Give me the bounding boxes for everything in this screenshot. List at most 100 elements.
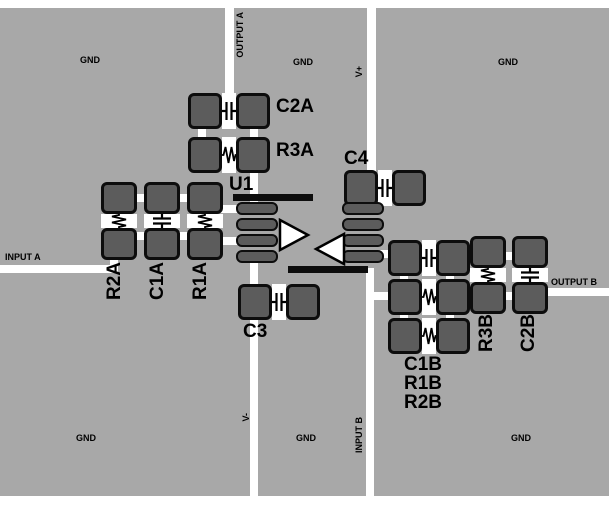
board-edge-bottom	[0, 496, 609, 505]
label-gnd-top-center: GND	[293, 57, 313, 67]
capacitor-symbol-icon	[512, 268, 548, 282]
component-r3a	[188, 137, 270, 173]
pad	[238, 284, 272, 320]
resistor-symbol-icon	[101, 214, 137, 228]
capacitor-symbol-icon	[144, 214, 180, 228]
label-v-minus: V-	[241, 413, 251, 422]
trace-r1a-u1-lower	[218, 237, 240, 245]
pad	[388, 279, 422, 315]
label-r3b: R3B	[476, 314, 497, 353]
pad	[187, 228, 223, 260]
component-c1b	[388, 240, 470, 276]
trace-r1a-u1-upper	[218, 205, 240, 213]
pad	[470, 236, 506, 268]
label-c2b: C2B	[518, 314, 539, 353]
trace-c2a-r3a-left	[198, 124, 206, 142]
label-gnd-top-right: GND	[498, 57, 518, 67]
label-gnd-bottom-right: GND	[511, 433, 531, 443]
capacitor-symbol-icon	[222, 93, 236, 129]
pad	[470, 282, 506, 314]
resistor-symbol-icon	[470, 268, 506, 282]
trace-r3b-c2b-upper	[502, 252, 516, 260]
resistor-symbol-icon	[187, 214, 223, 228]
trace-u1-to-c3	[250, 256, 258, 288]
label-input-b: INPUT B	[354, 417, 364, 453]
component-r2b	[388, 318, 470, 354]
capacitor-symbol-icon	[422, 240, 436, 276]
label-r2b: R2B	[404, 392, 443, 413]
component-r1a	[187, 182, 223, 260]
label-r1a: R1A	[190, 262, 211, 301]
pad	[388, 240, 422, 276]
trace-output-a	[225, 8, 234, 108]
u1-pad	[236, 234, 278, 247]
trace-input-a	[0, 265, 118, 273]
label-u1: U1	[229, 174, 254, 195]
capacitor-symbol-icon	[378, 170, 392, 206]
resistor-symbol-icon	[422, 279, 436, 315]
u1-pad	[236, 202, 278, 215]
component-r1b	[388, 279, 470, 315]
component-r2a	[101, 182, 137, 260]
trace-output-b	[542, 288, 609, 296]
pad	[187, 182, 223, 214]
opamp-symbol-icon	[278, 217, 346, 267]
board-edge-top	[0, 0, 609, 8]
pad	[392, 170, 426, 206]
label-v-plus: V+	[354, 66, 364, 78]
label-gnd-top-left: GND	[80, 55, 100, 65]
pad	[286, 284, 320, 320]
component-c2b	[512, 236, 548, 314]
component-c3	[238, 284, 320, 320]
u1-outline-bar-top	[233, 194, 313, 201]
capacitor-symbol-icon	[272, 284, 286, 320]
label-c1b: C1B	[404, 354, 443, 375]
trace-input-b-stub	[366, 292, 392, 300]
pad	[236, 93, 270, 129]
pad	[436, 240, 470, 276]
label-c3: C3	[243, 321, 268, 342]
component-r3b	[470, 236, 506, 314]
pad	[344, 170, 378, 206]
pad	[144, 182, 180, 214]
trace-input-b	[366, 268, 374, 497]
label-gnd-bottom-center: GND	[296, 433, 316, 443]
component-c2a	[188, 93, 270, 129]
label-c2a: C2A	[276, 96, 315, 117]
pad	[188, 137, 222, 173]
pad	[436, 318, 470, 354]
pad	[188, 93, 222, 129]
u1-pad	[236, 218, 278, 231]
label-c1a: C1A	[147, 262, 168, 301]
trace-c2a-r3a-right	[250, 124, 258, 142]
label-output-a: OUTPUT A	[235, 12, 245, 58]
u1-outline-bar-bottom	[288, 266, 368, 273]
label-input-a: INPUT A	[5, 252, 41, 262]
pad	[388, 318, 422, 354]
component-c1a	[144, 182, 180, 260]
label-output-b: OUTPUT B	[551, 277, 597, 287]
label-r3a: R3A	[276, 140, 315, 161]
trace-r3b-c2b-lower	[502, 292, 516, 300]
u1-pad	[342, 218, 384, 231]
pad	[236, 137, 270, 173]
pad	[436, 279, 470, 315]
pad	[512, 236, 548, 268]
u1-pad	[342, 250, 384, 263]
pad	[101, 228, 137, 260]
resistor-symbol-icon	[422, 318, 436, 354]
u1-pad	[342, 234, 384, 247]
trace-r3a-to-u1	[250, 168, 258, 206]
pad	[144, 228, 180, 260]
component-c4	[344, 170, 426, 206]
pad	[101, 182, 137, 214]
resistor-symbol-icon	[222, 137, 236, 173]
label-gnd-bottom-left: GND	[76, 433, 96, 443]
u1-pad	[236, 250, 278, 263]
trace-v-plus	[367, 8, 376, 176]
trace-u1-to-c1b	[380, 250, 394, 258]
u1-pad	[342, 202, 384, 215]
label-c4: C4	[344, 148, 369, 169]
trace-v-minus	[250, 312, 258, 497]
label-r2a: R2A	[104, 262, 125, 301]
